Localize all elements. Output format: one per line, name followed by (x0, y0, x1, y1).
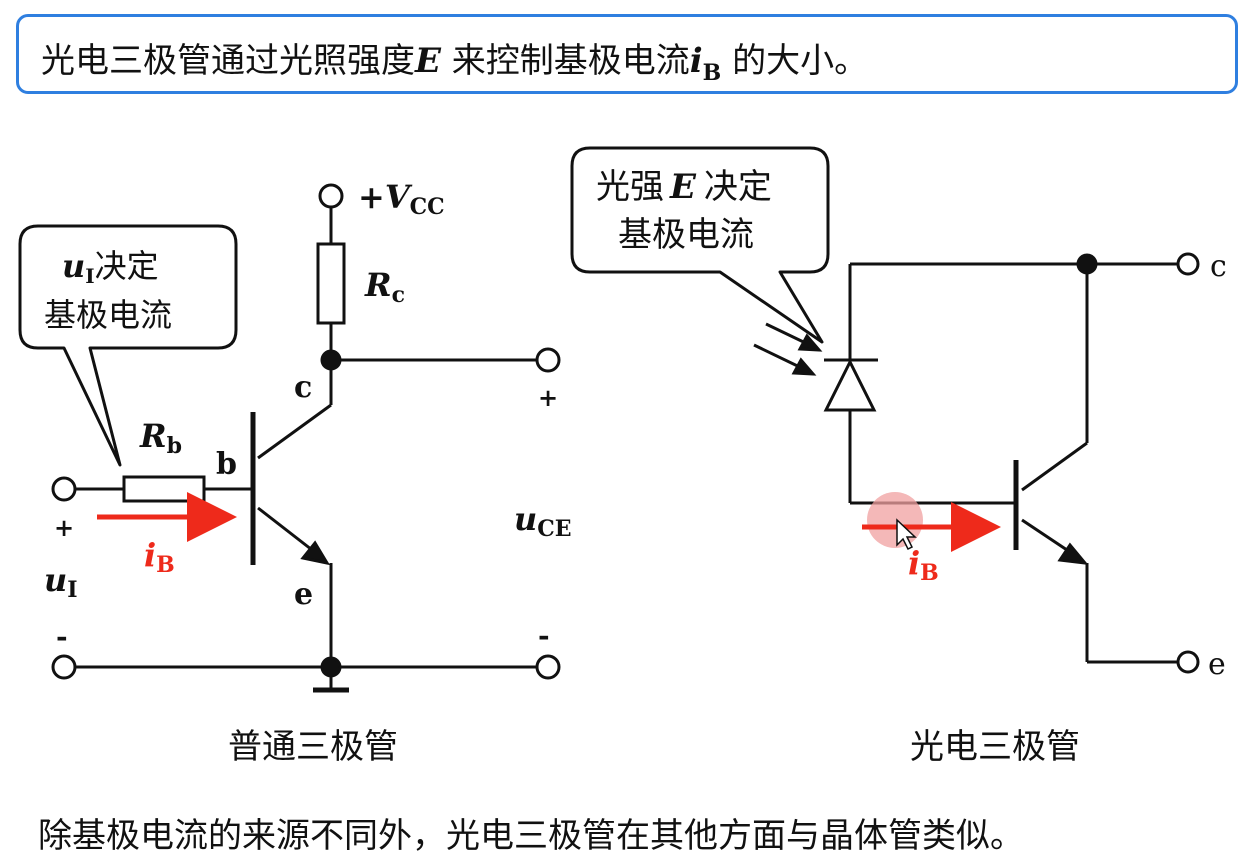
rb-label: Rb (139, 417, 182, 459)
header-var-i-sub: B (702, 59, 722, 86)
right-callout-post: 决定 (704, 167, 772, 207)
left-callout-line1: uI决定 (62, 247, 159, 288)
emitter-arrow (300, 540, 331, 566)
cursor-highlight (867, 492, 923, 548)
light-rays-icon (753, 322, 823, 376)
mouse-cursor-icon (896, 518, 917, 551)
right-callout-var-e: E (669, 167, 697, 207)
input-voltage-label: uI (44, 561, 78, 603)
header-var-e: E (415, 41, 441, 81)
right-current-var: i (908, 544, 920, 582)
vcc-label: +VCC (358, 178, 445, 220)
left-current-sub: B (156, 552, 175, 578)
left-current-label: iB (144, 536, 175, 578)
collector-lead (257, 403, 332, 460)
output-plus-terminal (535, 347, 561, 373)
terminal-c-label: c (1210, 249, 1227, 284)
right-current-label: iB (908, 544, 939, 586)
terminal-e-label: e (1208, 647, 1226, 682)
left-callout-line1-rest: 决定 (95, 247, 159, 285)
vcc-plus: + (358, 178, 385, 216)
vcc-terminal (318, 183, 344, 209)
terminal-e (1176, 650, 1200, 674)
header-sentence: 光电三极管通过光照强度E 来控制基极电流iB 的大小。 (41, 33, 868, 86)
right-current-sub: B (920, 560, 939, 586)
header-text-post: 的大小。 (732, 41, 869, 81)
footer-text: 除基极电流的来源不同外，光电三极管在其他方面与晶体管类似。 (38, 816, 1024, 856)
diode-triangle (823, 358, 877, 412)
left-current-var: i (144, 536, 156, 574)
right-callout-pre: 光强 (596, 167, 664, 207)
vcc-var: V (385, 178, 413, 216)
node-c-label: c (294, 370, 312, 405)
output-minus-label: - (538, 619, 550, 652)
input-minus-terminal (51, 654, 77, 680)
right-caption: 光电三极管 (910, 727, 1080, 767)
left-caption: 普通三极管 (228, 727, 398, 767)
node-b-label: b (216, 447, 237, 482)
rc-sub: c (392, 282, 405, 308)
left-callout-var-u: u (62, 247, 85, 285)
node-e-label: e (294, 577, 313, 612)
right-collector-lead (1021, 441, 1088, 492)
output-minus-terminal (535, 654, 561, 680)
right-circuit (823, 252, 1200, 674)
output-var-u: u (514, 500, 537, 538)
left-callout-bubble (18, 224, 238, 467)
input-var-u: u (44, 561, 67, 599)
header-text-mid: 来控制基极电流 (451, 41, 690, 81)
input-minus-label: - (56, 620, 68, 653)
header-text-pre: 光电三极管通过光照强度 (41, 41, 415, 81)
input-plus-label: + (54, 513, 74, 542)
right-callout-bubble (570, 146, 830, 344)
header-var-i: i (689, 41, 703, 81)
left-callout: uI决定 基极电流 (18, 224, 238, 467)
output-voltage-label: uCE (514, 500, 572, 542)
left-labels: +VCC Rc Rb c b e + - uI + - uCE (44, 178, 572, 653)
rc-label: Rc (364, 266, 405, 308)
rc-var: R (364, 266, 392, 304)
rb-var: R (139, 417, 167, 455)
output-var-sub: CE (537, 516, 571, 542)
resistor-rb (122, 475, 206, 503)
rb-sub: b (167, 433, 182, 459)
input-var-sub: I (67, 577, 77, 603)
header-box: 光电三极管通过光照强度E 来控制基极电流iB 的大小。 (16, 14, 1238, 94)
output-plus-label: + (538, 383, 558, 412)
left-circuit (51, 183, 561, 693)
right-callout-line2: 基极电流 (618, 215, 754, 255)
left-callout-var-sub: I (85, 264, 94, 288)
vcc-sub: CC (410, 194, 445, 220)
header-var-ib: iB (689, 41, 722, 86)
input-plus-terminal (51, 476, 77, 502)
left-callout-line2: 基极电流 (44, 296, 172, 334)
terminal-c (1176, 252, 1200, 276)
resistor-rc (316, 242, 346, 325)
right-emitter-arrow (1057, 542, 1089, 565)
